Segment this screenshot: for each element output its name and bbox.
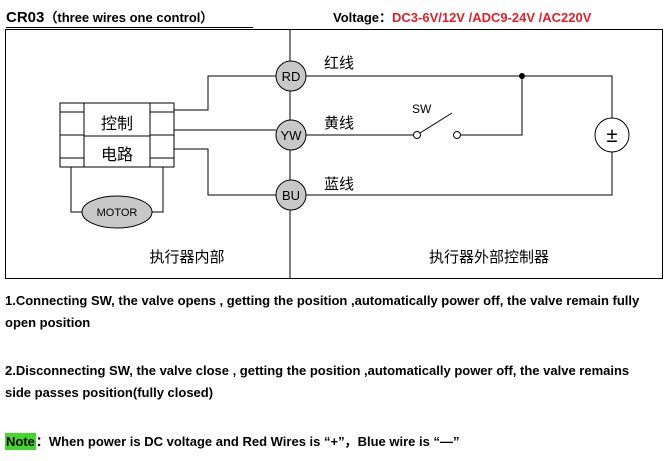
instruction-2: 2.Disconnecting SW, the valve close , ge… — [5, 363, 630, 400]
note-text: ：When power is DC voltage and Red Wires … — [35, 434, 460, 449]
instructions: 1.Connecting SW, the valve opens , getti… — [5, 290, 655, 404]
motor-label: MOTOR — [97, 207, 138, 219]
model-name: CR03 — [6, 9, 45, 26]
motor: MOTOR — [81, 195, 153, 229]
power-source: ± — [594, 117, 630, 153]
wire-label-yellow: 黄线 — [324, 114, 354, 132]
terminal-bu: BU — [275, 179, 307, 211]
voltage-spec: Voltage：DC3-6V/12V /ADC9-24V /AC220V — [333, 7, 591, 26]
power-source-symbol: ± — [607, 125, 618, 147]
terminal-yw: YW — [275, 119, 307, 151]
voltage-values: DC3-6V/12V /ADC9-24V /AC220V — [392, 10, 592, 25]
internal-wiring — [70, 75, 276, 213]
switch-sw: SW — [412, 102, 461, 139]
wire-label-red: 红线 — [324, 54, 354, 72]
instruction-1: 1.Connecting SW, the valve opens , getti… — [5, 293, 640, 330]
terminal-bu-code: BU — [282, 188, 300, 203]
header: CR03（three wires one control） Voltage：DC… — [0, 0, 669, 32]
note-tag: Note — [5, 433, 36, 450]
controller-label-2: 电路 — [101, 145, 133, 164]
internal-region-label: 执行器内部 — [149, 248, 224, 266]
terminal-rd: RD — [275, 60, 307, 92]
controller-box: 控制 电路 — [59, 102, 175, 168]
external-wiring — [306, 75, 613, 196]
diagram-title: CR03（three wires one control） — [6, 7, 213, 26]
voltage-label: Voltage： — [333, 10, 392, 25]
switch-label: SW — [412, 102, 432, 116]
diagram-frame — [5, 29, 663, 279]
power-note: Note：When power is DC voltage and Red Wi… — [5, 431, 459, 450]
controller-label-1: 控制 — [101, 114, 133, 133]
title-underline — [6, 27, 253, 28]
junction-dot — [519, 73, 525, 79]
terminal-yw-code: YW — [281, 128, 303, 143]
external-region-label: 执行器外部控制器 — [429, 248, 549, 266]
wire-label-blue: 蓝线 — [324, 175, 354, 193]
model-subtitle: （three wires one control） — [44, 10, 214, 25]
terminal-rd-code: RD — [282, 69, 301, 84]
